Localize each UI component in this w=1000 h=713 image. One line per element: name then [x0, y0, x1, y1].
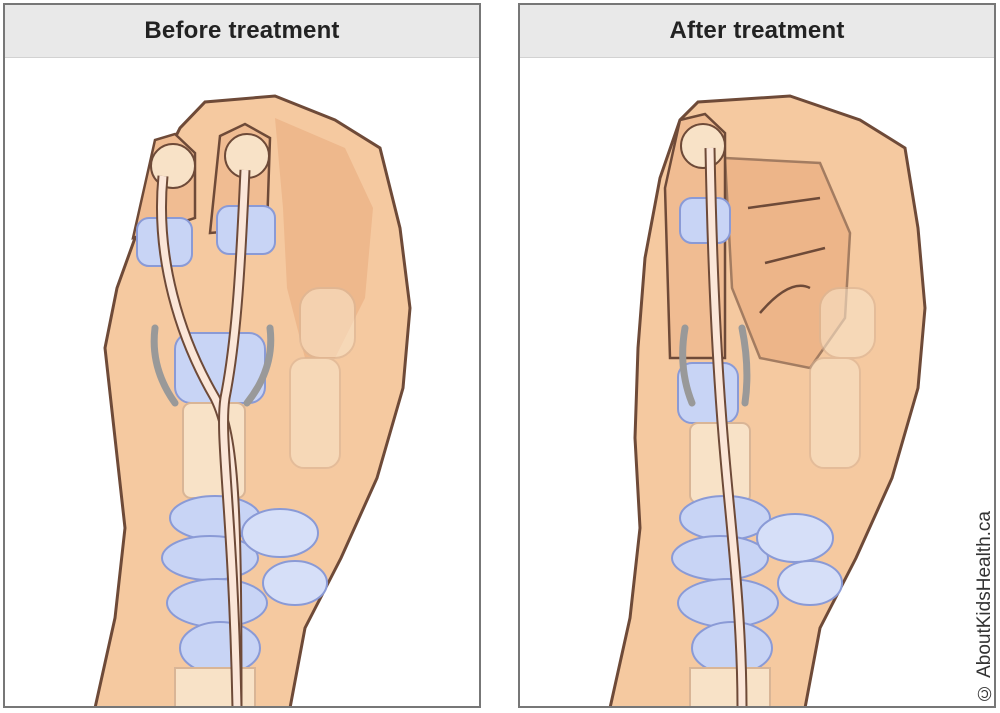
finger-crease-2 [764, 246, 826, 265]
tendon-pulley-right [243, 324, 275, 407]
tendon-pulley-left [150, 324, 179, 407]
finger-crease-3 [759, 284, 811, 314]
radius-bone [174, 667, 256, 706]
carpal-bones [671, 495, 843, 675]
panel-title-before: Before treatment [5, 5, 479, 58]
single-tendon [704, 147, 748, 706]
thumb-bones [809, 287, 876, 469]
before-treatment-panel: Before treatment [3, 3, 481, 708]
copyright-credit: © AboutKidsHealth.ca [974, 510, 995, 703]
thumb-bones [289, 287, 356, 469]
cartilage-1 [679, 197, 731, 244]
hand-illustration-after [608, 94, 927, 706]
panel-title-after: After treatment [520, 5, 994, 58]
split-tendons [156, 169, 251, 706]
tendon-pulley-right [738, 324, 751, 407]
radius-bone [689, 667, 771, 706]
fingertip-bone [680, 123, 726, 169]
hand-illustration-before [93, 94, 412, 706]
finger-crease-1 [747, 196, 821, 210]
after-treatment-panel: After treatment [518, 3, 996, 708]
tendon-pulley-left [679, 324, 696, 407]
